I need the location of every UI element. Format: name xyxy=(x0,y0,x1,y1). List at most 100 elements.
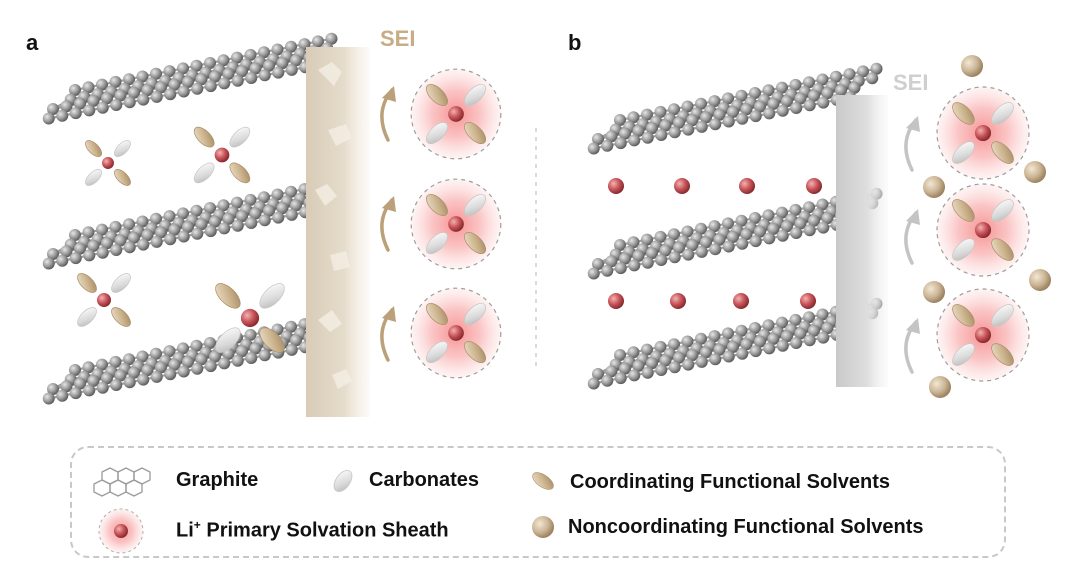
carbonate-solvent xyxy=(464,302,487,325)
desolvation-arrow xyxy=(904,318,920,374)
coordinating-solvent xyxy=(464,122,487,145)
coordinating-solvent xyxy=(991,343,1014,366)
carbonate-solvent xyxy=(425,232,448,255)
coordinating-solvent xyxy=(464,341,487,364)
desolvation-arrow xyxy=(904,209,920,265)
noncoordinating-solvent xyxy=(961,55,983,77)
carbonate-solvent xyxy=(114,140,131,157)
coordinating-solvent xyxy=(193,126,215,148)
li-ion xyxy=(448,106,464,122)
coordinating-solvent xyxy=(85,140,102,157)
graphite-layer xyxy=(42,32,338,125)
coordinating-solvent xyxy=(259,327,285,353)
coordinating-solvent xyxy=(111,307,131,327)
li-ion xyxy=(448,216,464,232)
li-ion xyxy=(608,293,624,309)
carbonate-icon xyxy=(333,469,353,493)
carbonate-solvent xyxy=(425,341,448,364)
carbonate-solvent xyxy=(464,83,487,106)
carbonate-solvent xyxy=(464,193,487,216)
coordinating-solvent xyxy=(425,302,448,325)
li-ion xyxy=(102,157,114,169)
solvated-li-ion xyxy=(410,68,502,160)
desolvation-arrows-a xyxy=(380,86,396,362)
graphite-icon xyxy=(93,467,151,497)
legend-graphite-label: Graphite xyxy=(176,469,259,491)
li-ion xyxy=(674,178,690,194)
solvated-li-ion xyxy=(936,183,1030,277)
li-ion xyxy=(448,325,464,341)
li-text: Li xyxy=(176,519,194,542)
coordinating-solvent xyxy=(952,102,975,125)
carbonate-solvent xyxy=(215,327,241,353)
sheath-text: Primary Solvation Sheath xyxy=(200,519,449,542)
coordinating-solvent xyxy=(77,273,97,293)
li-solvation-sheath-icon xyxy=(98,508,144,554)
coordinating-solvent xyxy=(215,283,241,309)
solvated-li-ion xyxy=(410,287,502,379)
li-ion xyxy=(739,178,755,194)
noncoordinating-solvent xyxy=(923,281,945,303)
carbonate-solvent xyxy=(229,126,251,148)
coordinating-solvent xyxy=(952,199,975,222)
intercalated-li-ions-b xyxy=(608,178,822,309)
noncoordinating-solvents-b xyxy=(923,55,1051,398)
carbonate-solvent xyxy=(259,283,285,309)
solvated-li-ion xyxy=(410,178,502,270)
sei-layer-b xyxy=(836,95,888,387)
legend-carbonates-label: Carbonates xyxy=(369,469,480,491)
coordinating-solvent xyxy=(229,162,251,184)
coordinating-solvent xyxy=(425,193,448,216)
li-ion xyxy=(670,293,686,309)
li-ion xyxy=(800,293,816,309)
carbonate-solvent xyxy=(991,102,1014,125)
panel-label-a: a xyxy=(26,30,39,55)
panel-label-b: b xyxy=(568,30,582,55)
intercalated-solvated-ions-a xyxy=(77,126,285,353)
solvated-li-ion xyxy=(215,283,285,353)
coordinating-solvent xyxy=(425,83,448,106)
coordinating-solvent xyxy=(952,304,975,327)
carbonate-solvent xyxy=(991,304,1014,327)
noncoordinating-solvent xyxy=(1029,269,1051,291)
carbonate-solvent xyxy=(111,273,131,293)
coordinating-solvent xyxy=(991,141,1014,164)
coordinating-solvent xyxy=(991,238,1014,261)
coordinating-solvent-icon xyxy=(532,472,554,490)
li-ion xyxy=(608,178,624,194)
solvated-li-ion xyxy=(193,126,251,184)
sei-label-a: SEI xyxy=(380,26,416,51)
li-ion xyxy=(97,293,111,307)
solvated-li-ion xyxy=(85,140,131,186)
desolvation-arrow xyxy=(380,86,396,142)
carbonate-solvent xyxy=(77,307,97,327)
carbonate-solvent xyxy=(425,122,448,145)
noncoordinating-solvent xyxy=(929,376,951,398)
carbonate-solvent xyxy=(193,162,215,184)
noncoordinating-solvent-icon xyxy=(532,516,554,538)
carbonate-solvent xyxy=(85,169,102,186)
sei-label-b: SEI xyxy=(893,70,929,95)
solvated-li-ion xyxy=(936,288,1030,382)
desolvation-arrow xyxy=(380,306,396,362)
carbonate-solvent xyxy=(991,199,1014,222)
legend-li-sheath-label: Li+ Primary Solvation Sheath xyxy=(176,518,449,543)
solvated-li-ion xyxy=(77,273,131,327)
graphite-layer xyxy=(587,62,883,155)
carbonate-solvent xyxy=(952,141,975,164)
graphite-layer xyxy=(42,177,338,270)
li-ion xyxy=(806,178,822,194)
carbonate-solvent xyxy=(952,343,975,366)
li-ion xyxy=(214,147,230,163)
noncoordinating-solvent xyxy=(923,176,945,198)
graphite-layer xyxy=(42,312,338,405)
desolvation-arrows-b xyxy=(904,116,920,374)
solvated-li-ion xyxy=(936,86,1030,180)
li-ion xyxy=(974,124,992,142)
carbonate-solvent xyxy=(952,238,975,261)
legend-coordinating-label: Coordinating Functional Solvents xyxy=(570,471,890,493)
solvation-sheaths-b xyxy=(936,86,1030,382)
li-charge: + xyxy=(193,518,201,532)
desolvation-arrow xyxy=(380,196,396,252)
